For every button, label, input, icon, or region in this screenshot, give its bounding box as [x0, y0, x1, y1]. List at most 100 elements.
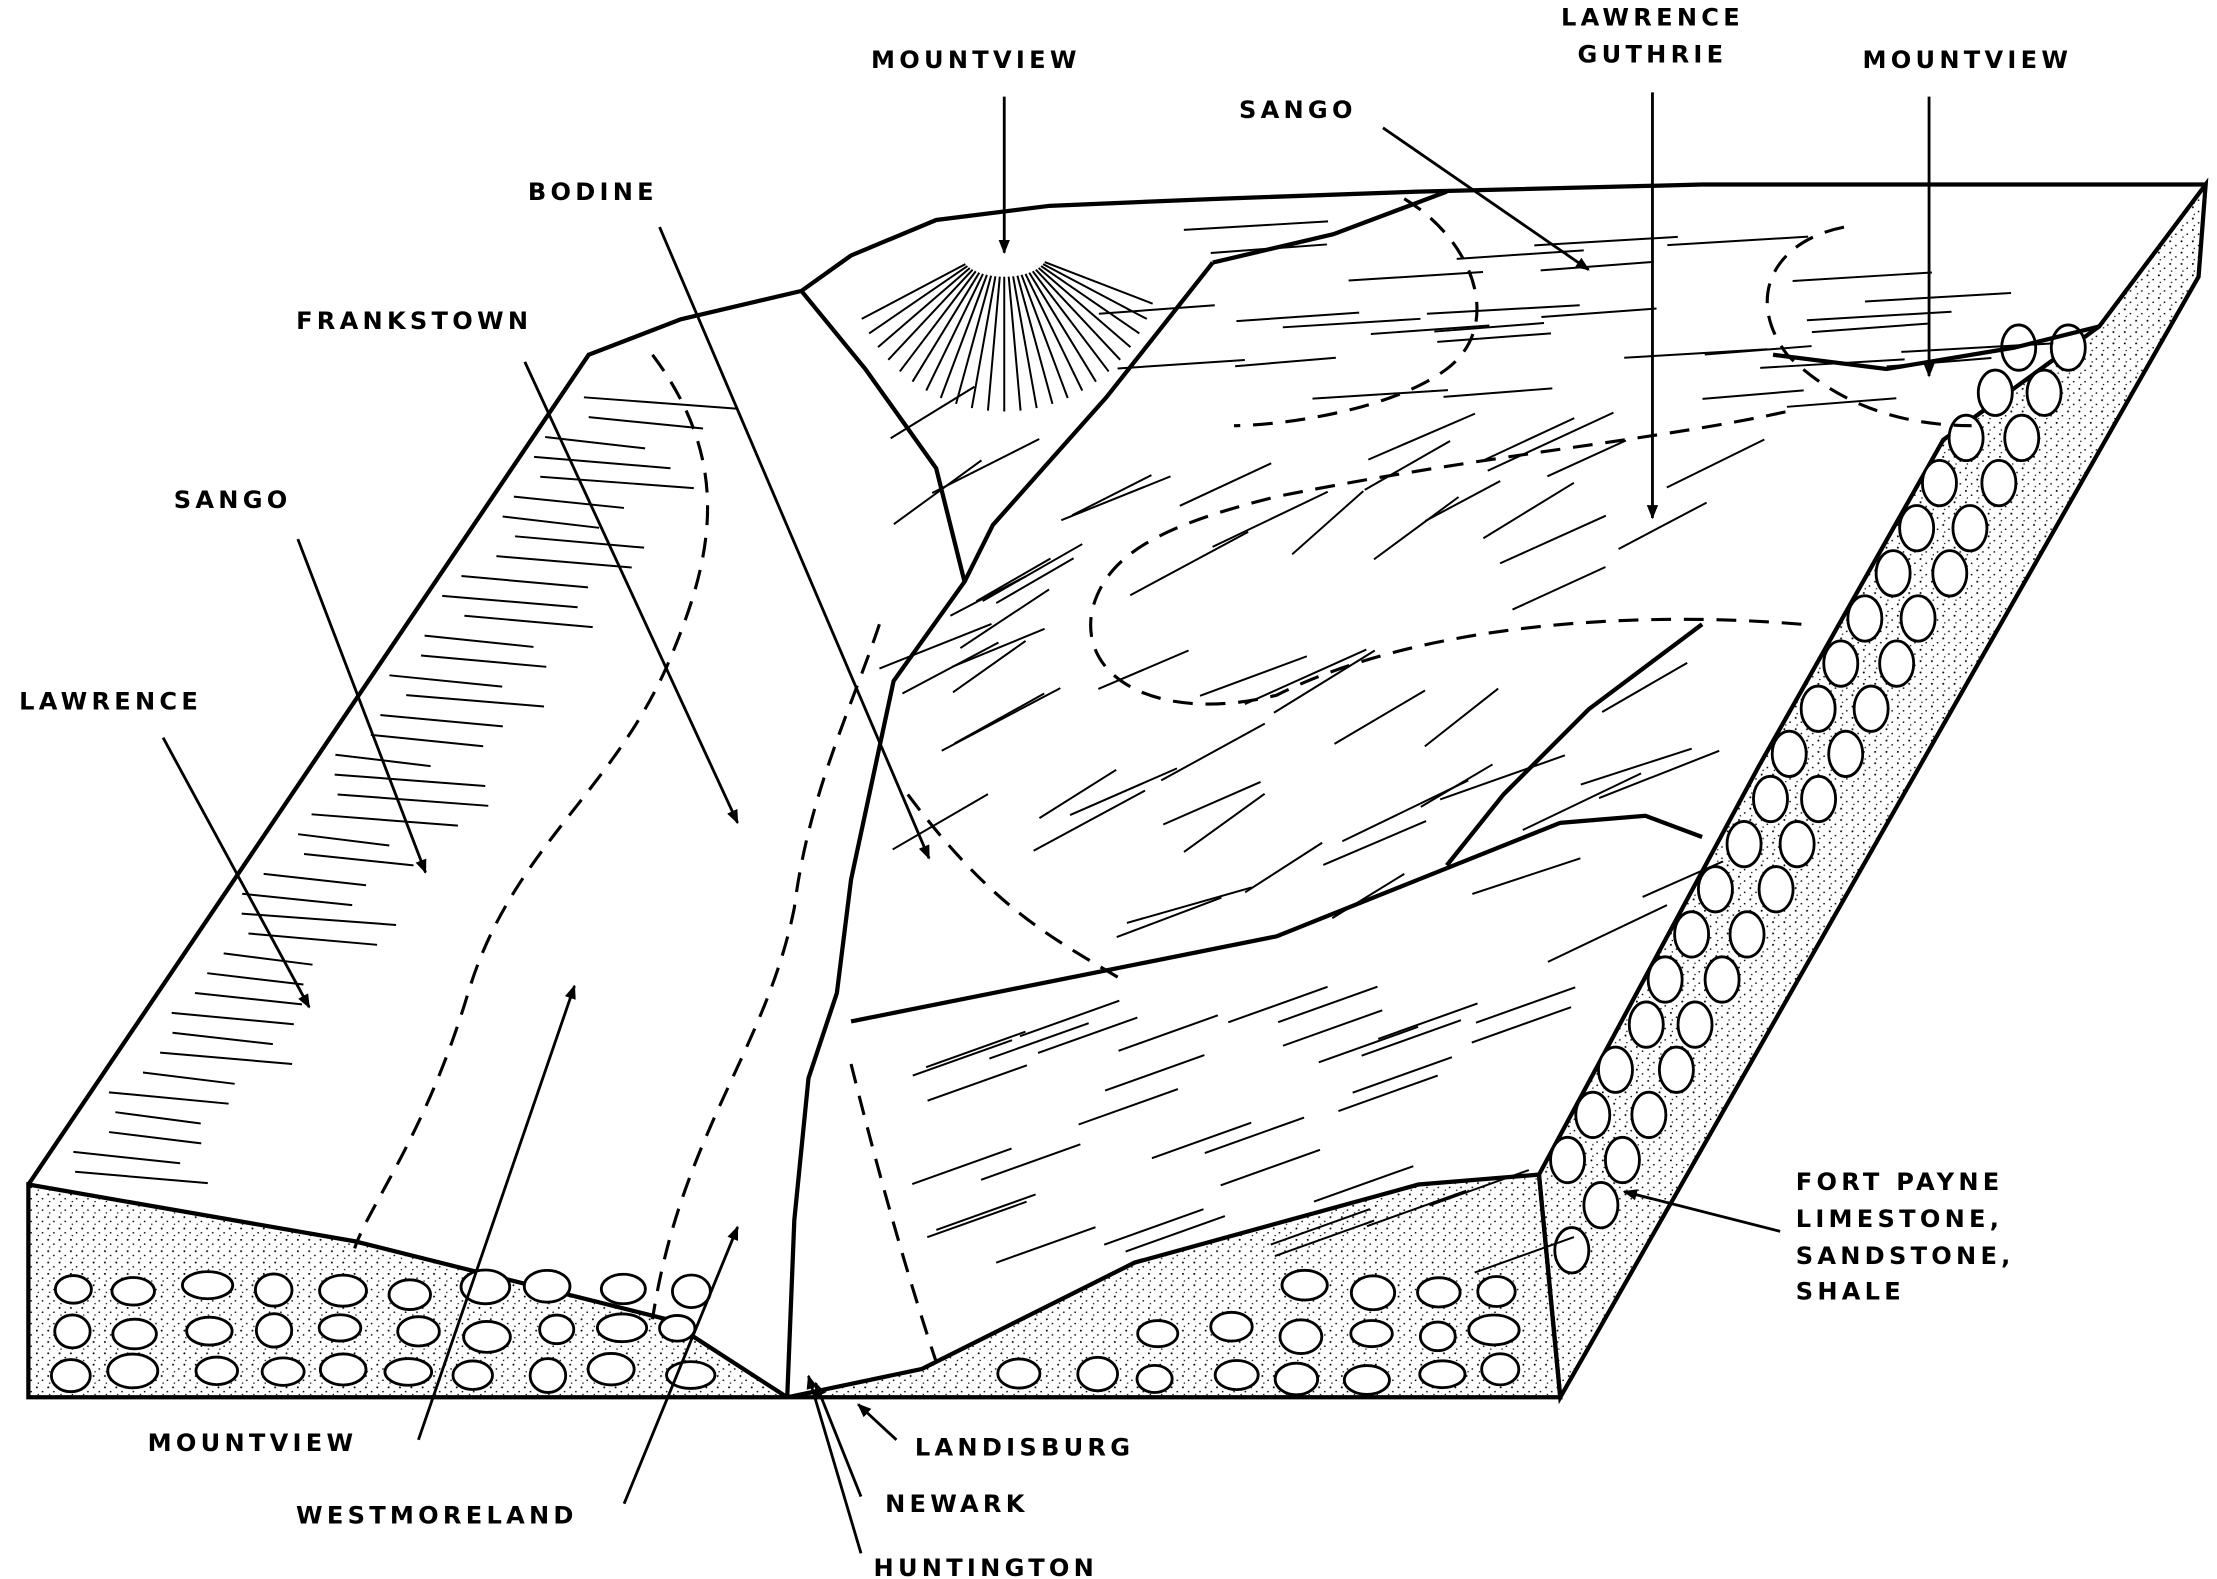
hatch-line — [1760, 358, 1905, 369]
hatch-line — [1277, 985, 1378, 1024]
hatch-line — [1019, 999, 1120, 1038]
hatch-line — [1598, 749, 1720, 799]
arrow-fort-payne — [1622, 1189, 1781, 1233]
hatch-line — [1020, 274, 1069, 399]
ridge-line — [1212, 189, 1448, 265]
hatch-line — [911, 1147, 1012, 1185]
hatch-line — [1901, 342, 2054, 353]
pebble — [1574, 1090, 1612, 1140]
hatch-line — [899, 270, 977, 373]
hatch-line — [1007, 276, 1022, 411]
hatch-line — [1434, 322, 1545, 333]
hatch-line — [1702, 389, 1804, 400]
hatch-line — [514, 535, 645, 549]
pebble — [180, 1270, 235, 1301]
hatch-line — [1244, 648, 1367, 706]
hatch-line — [927, 1064, 1028, 1102]
hatch-line — [1038, 267, 1132, 348]
hatch-line — [1162, 781, 1261, 826]
hatch-line — [1118, 1014, 1219, 1052]
hatch-line — [1471, 1006, 1572, 1044]
pebble — [1342, 1364, 1391, 1396]
label-landisburg: LANDISBURG — [915, 1433, 1134, 1461]
hatch-line — [223, 952, 313, 966]
hatch-line — [1475, 986, 1576, 1024]
hatch-line — [194, 992, 303, 1006]
valley-line — [1445, 622, 1704, 867]
hatch-line — [912, 1039, 1013, 1077]
pebble — [396, 1315, 441, 1348]
pebble — [318, 1273, 368, 1308]
hatch-line — [995, 557, 1075, 604]
pebble — [53, 1274, 93, 1305]
pebble — [538, 1313, 576, 1346]
hatch-line — [1786, 397, 1897, 408]
soil-boundary — [1765, 225, 1972, 428]
hatch-line — [588, 416, 704, 430]
hatch-line — [1377, 1002, 1478, 1040]
hatch-line — [1366, 1189, 1467, 1228]
hatch-line — [303, 853, 414, 867]
pebble — [586, 1352, 636, 1387]
hatch-line — [1499, 514, 1607, 565]
pebble — [1676, 1000, 1714, 1049]
hatch-line — [1028, 272, 1097, 383]
pebble — [1921, 458, 1958, 508]
hatch-line — [935, 1193, 1036, 1231]
hatch-line — [1097, 649, 1189, 690]
hatch-line — [1811, 322, 1928, 334]
hatch-line — [1210, 243, 1327, 254]
hatch-line — [1792, 271, 1932, 282]
pebble — [1703, 955, 1741, 1004]
pebble — [1898, 504, 1936, 553]
hatch-line — [1886, 357, 1992, 368]
hatch-line — [1129, 531, 1249, 597]
hatch-line — [1044, 261, 1153, 305]
hatch-line — [911, 272, 981, 383]
label-newark: NEWARK — [885, 1490, 1029, 1518]
hatch-line — [1117, 358, 1245, 370]
hatch-line — [1424, 480, 1501, 522]
hatch-line — [1236, 311, 1360, 323]
hatch-line — [370, 733, 484, 748]
pebble — [1728, 910, 1766, 959]
hatch-line — [241, 912, 397, 926]
pebble — [1852, 684, 1890, 733]
hatch-line — [389, 674, 503, 688]
hatch-line — [1338, 1074, 1439, 1112]
pebble — [1846, 594, 1884, 643]
hatch-line — [1333, 689, 1426, 745]
pebble — [658, 1314, 697, 1343]
hatch-line — [496, 555, 632, 569]
hatch-line — [1618, 501, 1708, 550]
label-guthrie-top: GUTHRIE — [1578, 41, 1728, 69]
hatch-line — [925, 273, 984, 392]
valley-line — [850, 813, 1703, 1024]
label-shale: SHALE — [1796, 1277, 1905, 1305]
pebble — [1209, 1310, 1254, 1343]
hatch-line — [1183, 220, 1329, 231]
hatch-line — [1348, 271, 1484, 282]
pebble — [2003, 413, 2041, 463]
ridge-line — [962, 261, 1215, 583]
hatch-line — [1078, 1088, 1179, 1126]
hatch-line — [1331, 873, 1405, 919]
hatch-line — [73, 1150, 181, 1165]
pebble — [1480, 1352, 1521, 1387]
hatch-line — [337, 793, 489, 807]
hatch-line — [982, 543, 1083, 602]
hatch-line — [1642, 860, 1724, 898]
hatch-line — [1547, 439, 1627, 478]
arrow-westmoreland — [622, 1225, 739, 1505]
pebble — [1822, 639, 1860, 688]
pebble — [1696, 865, 1734, 914]
slope-hatching — [73, 220, 2054, 1274]
hatch-line — [442, 594, 578, 609]
hatch-line — [931, 438, 1040, 494]
pebble — [996, 1357, 1042, 1390]
hatch-line — [1274, 1219, 1375, 1257]
hatch-line — [1227, 985, 1328, 1024]
pebble — [1673, 910, 1711, 959]
hatch-line — [1313, 1165, 1414, 1203]
hatch-line — [108, 1091, 229, 1105]
